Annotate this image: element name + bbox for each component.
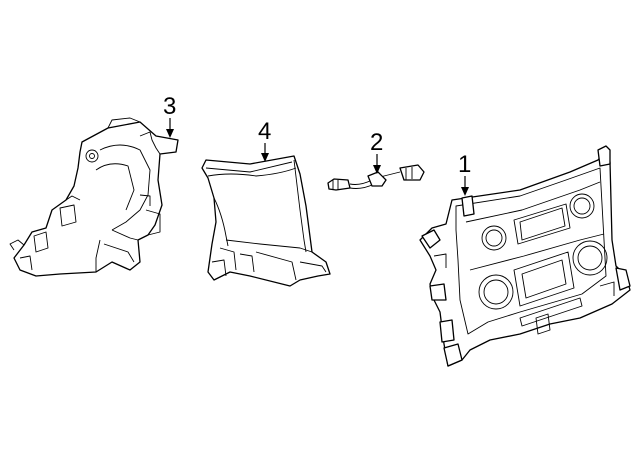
callout-2-arrowhead (373, 165, 381, 174)
part-2-harness[interactable] (327, 164, 425, 191)
callout-3: 3 (163, 93, 176, 138)
part-4-bezel[interactable] (201, 155, 331, 287)
callout-4-label: 4 (258, 118, 271, 145)
callout-2-label: 2 (370, 129, 383, 156)
callout-3-arrowhead (166, 129, 174, 138)
callout-1-label: 1 (458, 151, 471, 178)
callout-4-arrowhead (261, 153, 269, 162)
callout-1: 1 (458, 151, 471, 196)
callout-1-arrowhead (461, 187, 469, 196)
callout-2: 2 (370, 129, 383, 174)
callout-4: 4 (258, 118, 271, 162)
callout-3-label: 3 (163, 93, 176, 120)
part-1-control-panel[interactable] (419, 145, 631, 367)
part-3-bracket[interactable] (9, 117, 179, 277)
